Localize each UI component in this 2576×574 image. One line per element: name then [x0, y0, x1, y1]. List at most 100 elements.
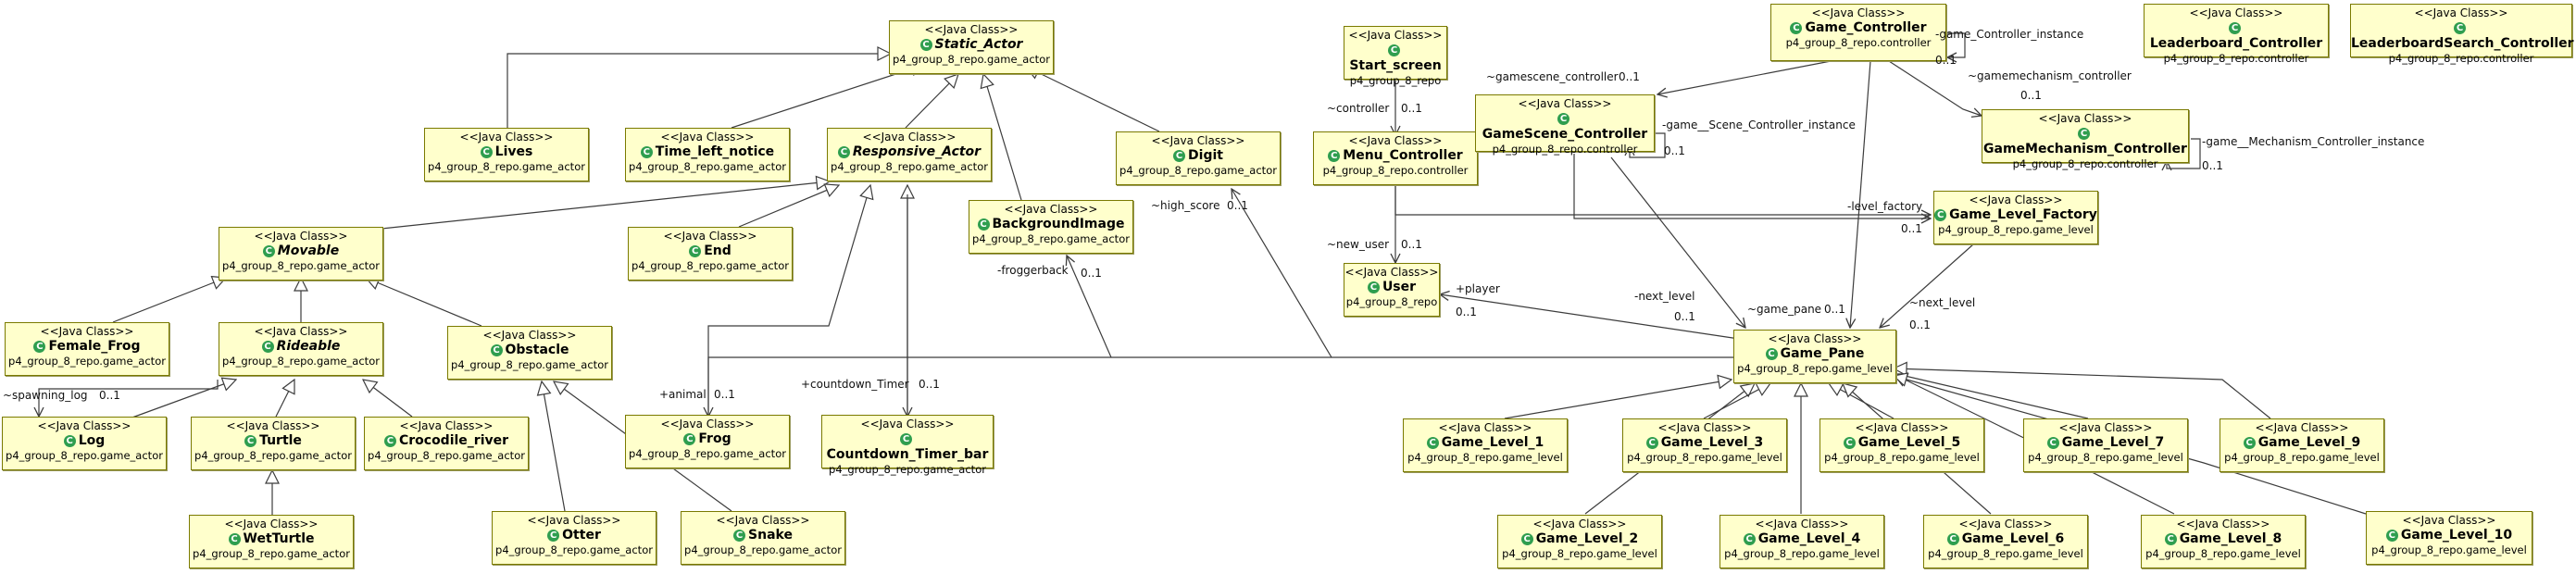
package-label: p4_group_8_repo.game_level [1502, 546, 1657, 560]
stereotype-label: <<Java Class>> [660, 418, 755, 430]
package-label: p4_group_8_repo.game_actor [193, 546, 350, 560]
package-label: p4_group_8_repo.controller [2012, 156, 2158, 170]
class-icon: C [244, 434, 257, 447]
gen-level7-pane [1889, 372, 2089, 419]
assoc-scenectrl-pane [1610, 156, 1745, 328]
label-high-score-role: ~high_score [1151, 199, 1220, 212]
gen-end-responsive [738, 185, 839, 228]
class-icon: C [837, 145, 850, 158]
package-label: p4_group_8_repo.game_actor [8, 354, 166, 368]
class-countdown-timer-bar[interactable]: <<Java Class>> CCountdown_Timer_bar p4_g… [821, 415, 994, 476]
label-game-mechanism-controller-instance: -game__Mechanism_Controller_instance [2202, 135, 2425, 148]
class-icon: C [1173, 149, 1186, 162]
stereotype-label: <<Java Class>> [1348, 29, 1443, 42]
stereotype-label: <<Java Class>> [1518, 97, 1612, 110]
package-label: p4_group_8_repo.game_actor [684, 543, 842, 556]
stereotype-label: <<Java Class>> [862, 131, 957, 144]
class-name: CGameMechanism_Controller [1983, 127, 2187, 156]
class-leaderboard-controller[interactable]: <<Java Class>> CLeaderboard_Controller p… [2144, 4, 2329, 65]
class-icon: C [1790, 21, 1803, 34]
assoc-scenectrl-factory [1573, 154, 1931, 218]
stereotype-label: <<Java Class>> [1768, 332, 1862, 345]
class-icon: C [733, 529, 746, 542]
stereotype-label: <<Java Class>> [1348, 134, 1443, 147]
class-icon: C [2046, 436, 2059, 449]
class-start-screen[interactable]: <<Java Class>> CStart_screen p4_group_8_… [1344, 26, 1447, 87]
stereotype-label: <<Java Class>> [1532, 518, 1627, 530]
class-name: CGameScene_Controller [1482, 112, 1648, 142]
stereotype-label: <<Java Class>> [2255, 421, 2349, 434]
label-high-score-mult: 0..1 [1227, 199, 1248, 212]
class-icon: C [1934, 208, 1947, 221]
label-controller-mult: 0..1 [1401, 102, 1422, 115]
class-icon: C [1388, 44, 1400, 56]
label-spawning-log-mult: 0..1 [99, 389, 120, 402]
stereotype-label: <<Java Class>> [924, 23, 1019, 36]
package-label: p4_group_8_repo.game_actor [972, 231, 1130, 245]
class-icon: C [1520, 532, 1533, 545]
package-label: p4_group_8_repo.game_actor [428, 159, 585, 173]
label-spawning-log-role: ~spawning_log [3, 389, 88, 402]
stereotype-label: <<Java Class>> [716, 514, 810, 527]
package-label: p4_group_8_repo [1349, 73, 1442, 87]
assoc-pane-frog [708, 356, 1739, 417]
class-gamescene-controller[interactable]: <<Java Class>> CGameScene_Controller p4_… [1475, 94, 1655, 156]
package-label: p4_group_8_repo.game_level [2145, 546, 2301, 560]
package-label: p4_group_8_repo.game_level [1737, 361, 1893, 375]
class-leaderboardsearch-controller[interactable]: <<Java Class>> CLeaderboardSearch_Contro… [2350, 4, 2574, 65]
package-label: p4_group_8_repo.game_actor [631, 258, 789, 272]
stereotype-label: <<Java Class>> [1755, 518, 1849, 530]
stereotype-label: <<Java Class>> [2176, 518, 2270, 530]
stereotype-label: <<Java Class>> [1958, 518, 2053, 530]
gen-responsive-static [905, 74, 958, 129]
class-icon: C [1743, 532, 1756, 545]
package-label: p4_group_8_repo.game_actor [893, 52, 1050, 66]
class-gamemechanism-controller[interactable]: <<Java Class>> CGameMechanism_Controller… [1982, 109, 2189, 170]
label-game-scene-controller-instance-mult: 0..1 [1664, 144, 1685, 157]
class-icon: C [262, 244, 275, 257]
